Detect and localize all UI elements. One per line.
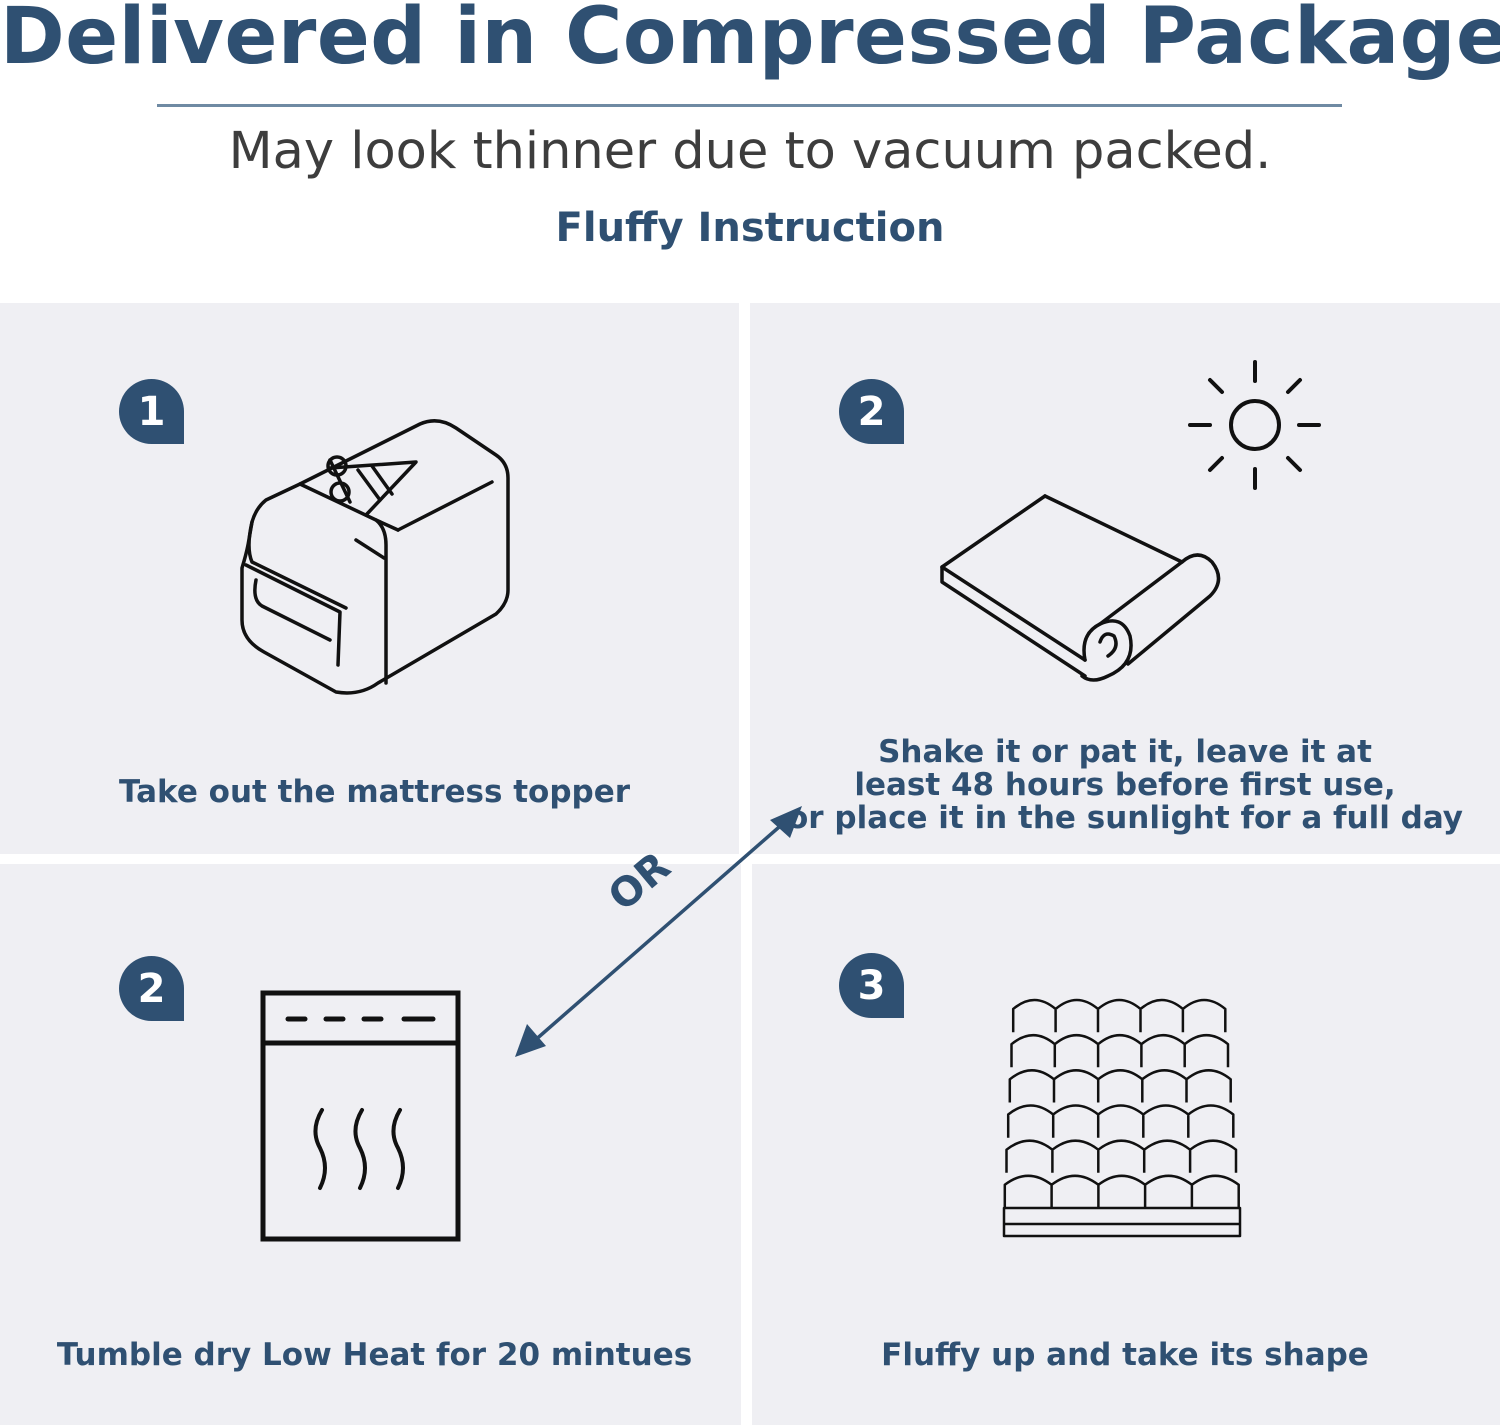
step-2b-panel (0, 864, 741, 1425)
step-2a-caption-line-3: or place it in the sunlight for a full d… (787, 800, 1463, 836)
step-1-badge: 1 (119, 379, 184, 444)
step-2a-badge: 2 (839, 379, 904, 444)
step-2b-badge: 2 (119, 956, 184, 1021)
rolled-topper-icon (940, 494, 1221, 682)
step-2b-caption: Tumble dry Low Heat for 20 mintues (56, 1337, 693, 1373)
step-2a-caption-line-1: Shake it or pat it, leave it at (878, 734, 1372, 770)
sun-icon (1188, 360, 1321, 490)
step-3-caption: Fluffy up and take its shape (881, 1337, 1369, 1373)
instruction-heading: Fluffy Instruction (555, 205, 945, 251)
fluffy-topper-cells (1003, 998, 1240, 1208)
step-2a-caption-line-2: least 48 hours before first use, (854, 767, 1396, 803)
title-divider (157, 104, 1342, 107)
dryer-icon (260, 990, 461, 1242)
fluffy-topper-base (1002, 1206, 1242, 1238)
step-1-caption: Take out the mattress topper (118, 774, 631, 810)
page-title: Delivered in Compressed Package (0, 0, 1500, 82)
fluffy-topper-icon (1002, 998, 1242, 1238)
page-subtitle: May look thinner due to vacuum packed. (228, 122, 1272, 181)
or-double-arrow (515, 806, 802, 1057)
step-3-badge: 3 (839, 953, 904, 1018)
package-icon (240, 419, 510, 695)
